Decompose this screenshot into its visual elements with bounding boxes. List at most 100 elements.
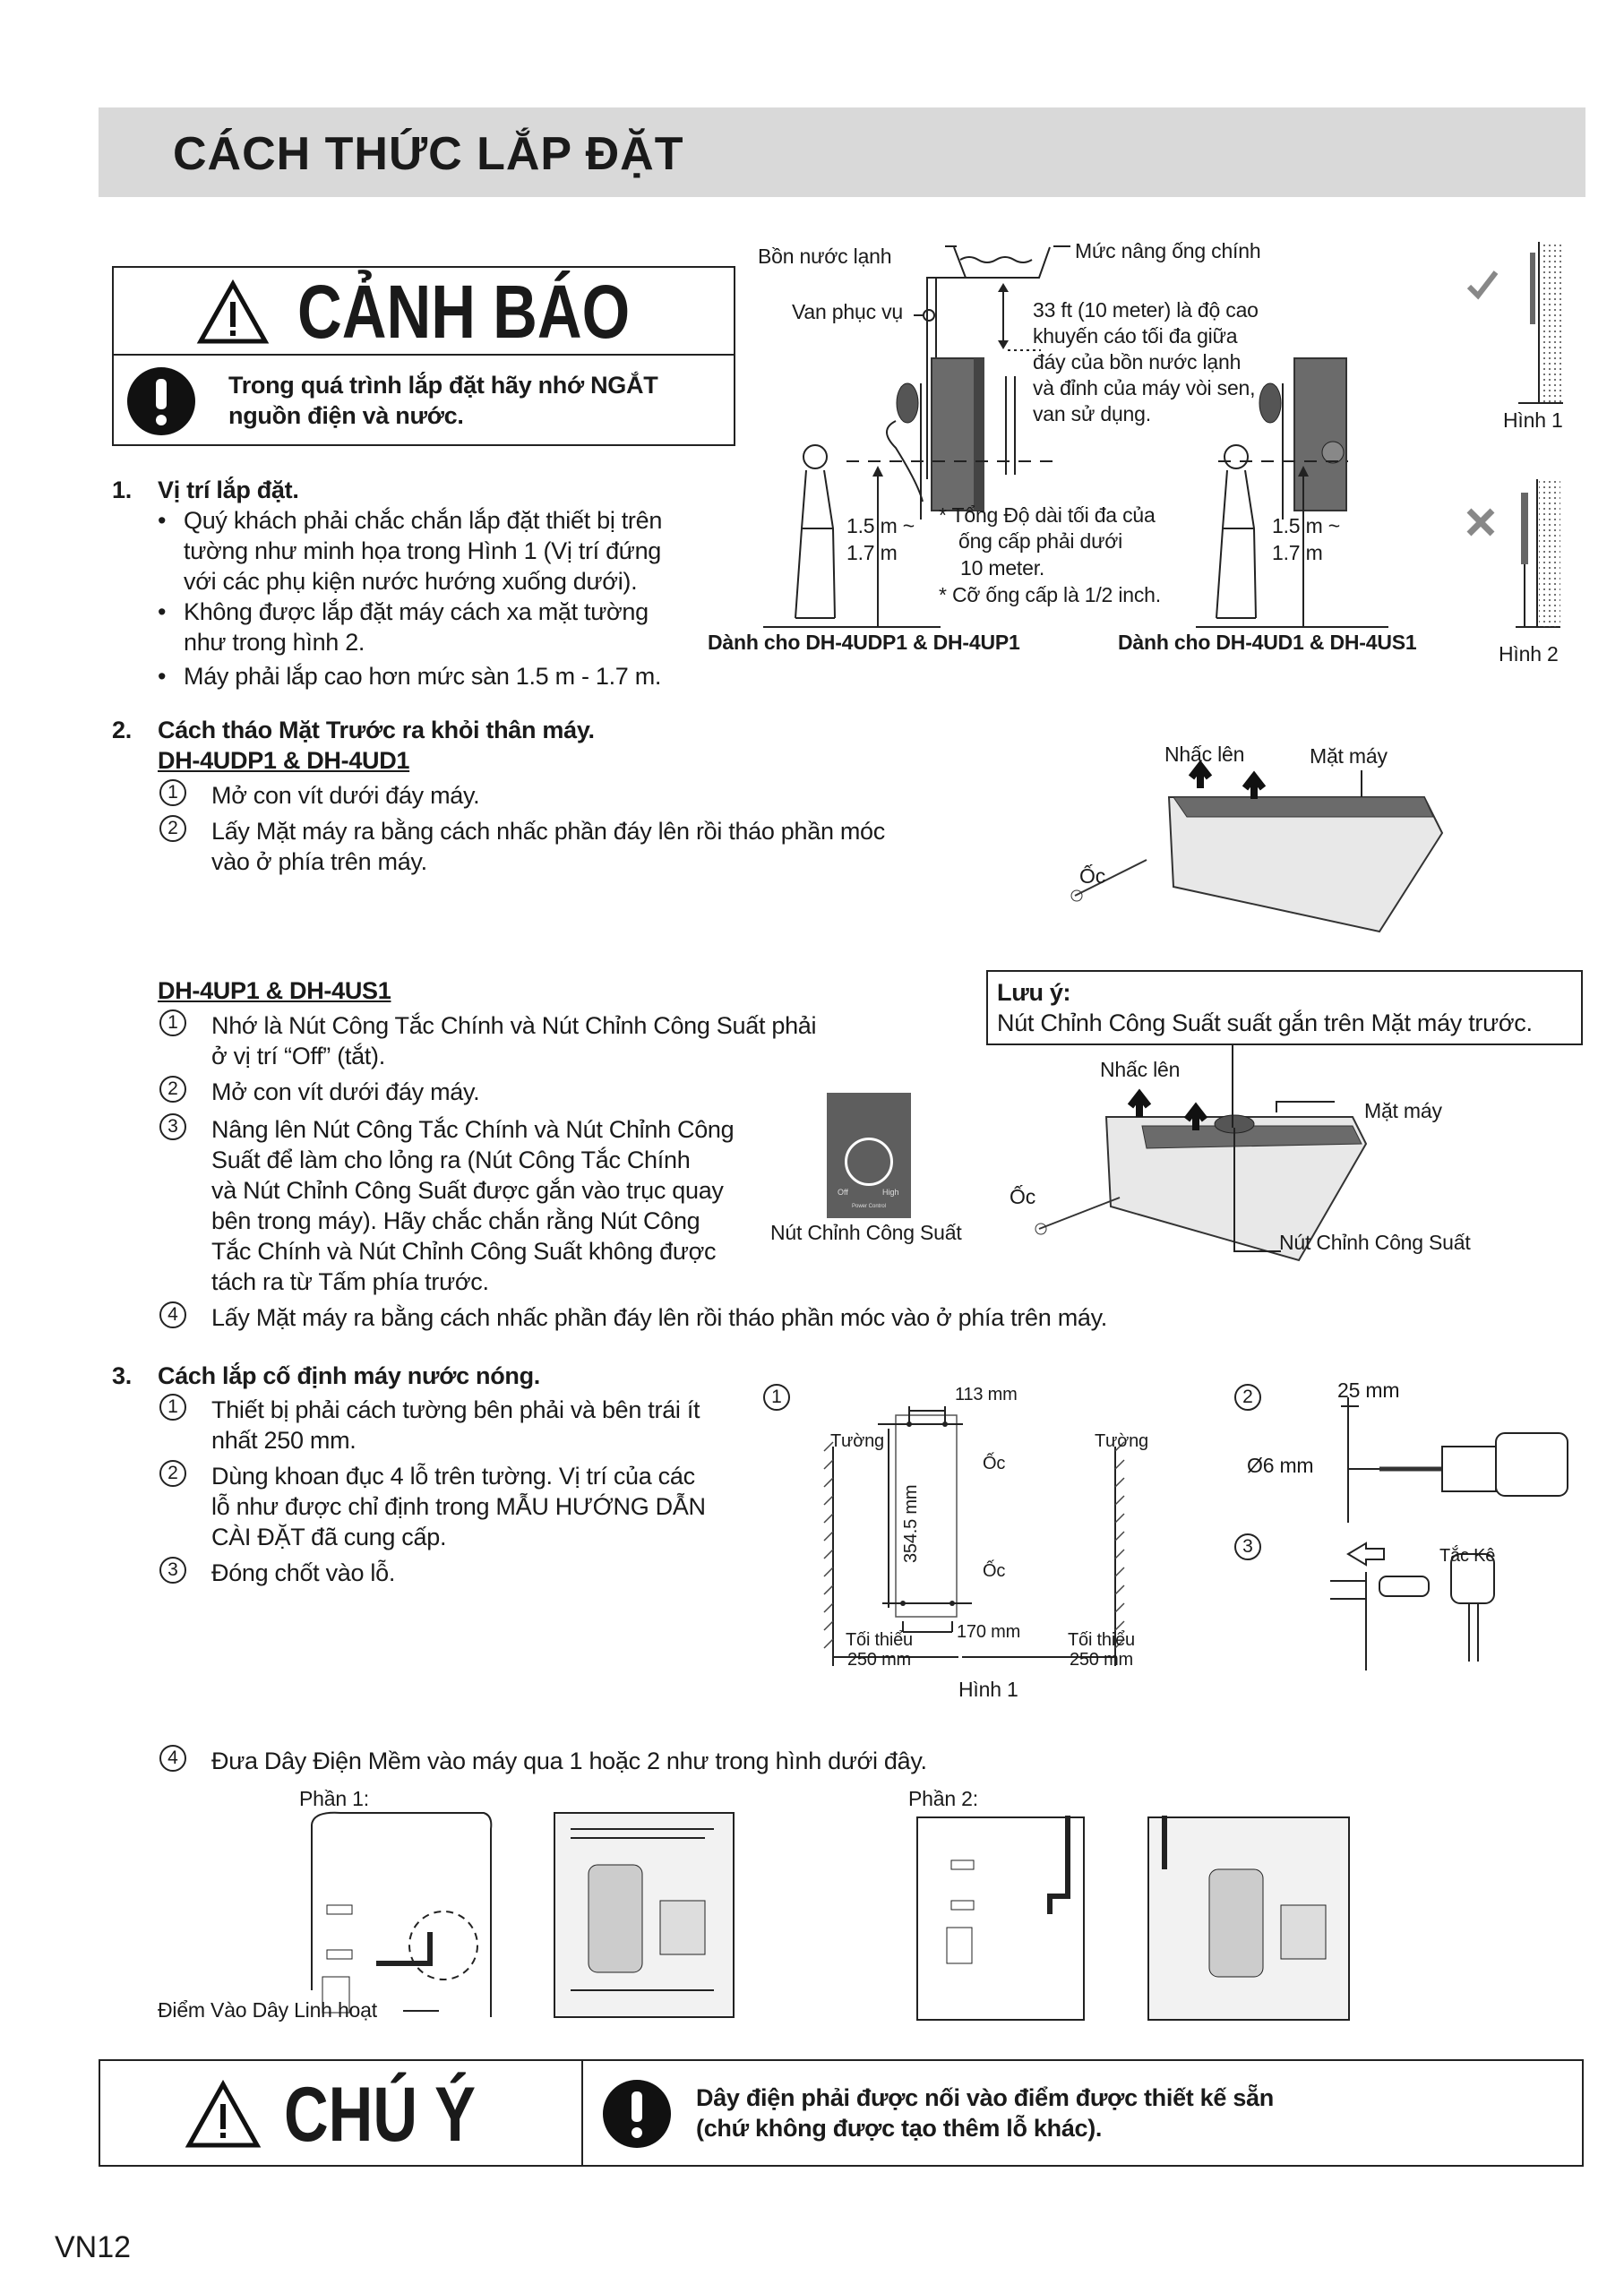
wall-plug-icon (1379, 1576, 1430, 1597)
step-text: Dùng khoan đục 4 lỗ trên tường. Vị trí c… (211, 1463, 695, 1490)
step-number: 4 (159, 1745, 186, 1772)
caption-left: Dành cho DH-4UDP1 & DH-4UP1 (708, 631, 1020, 654)
step-text: Mở con vít dưới đáy máy. (211, 1078, 480, 1105)
valve-label: Van phục vụ (792, 300, 903, 323)
warning-title: CẢNH BÁO (297, 270, 631, 354)
part1-internal-image (554, 1812, 735, 2018)
mounting-dimensions-diagram (823, 1406, 1125, 1666)
screw-bottom-label: Ốc (983, 1561, 1006, 1581)
cable-entry-label: Điểm Vào Dây Linh hoạt (158, 1998, 377, 2022)
step-text: Lấy Mặt máy ra bằng cách nhấc phần đáy l… (211, 1304, 1108, 1331)
screw-icon (1038, 1197, 1121, 1230)
bullet: • (158, 507, 167, 534)
arrow-left-icon (1346, 1542, 1385, 1567)
step-text: ở vị trí “Off” (tắt). (211, 1043, 385, 1069)
step-text: Nâng lên Nút Công Tắc Chính và Nút Chỉnh… (211, 1116, 735, 1143)
model-a-heading: DH-4UDP1 & DH-4UD1 (158, 747, 410, 774)
bullet-text: với các phụ kiện nước hướng xuống dưới). (184, 568, 638, 595)
screw-label: Ốc (1079, 864, 1105, 888)
page-number: VN12 (55, 2230, 132, 2264)
part1-back-panel-image (311, 1811, 493, 2017)
step-text: Thiết bị phải cách tường bên phải và bên… (211, 1396, 700, 1423)
warning-triangle-icon (196, 279, 270, 344)
step-text: và Nút Chỉnh Công Suất được gắn vào trục… (211, 1177, 724, 1204)
wall-right-label: Tường (1095, 1431, 1148, 1451)
knob-off-label: Off (838, 1188, 848, 1197)
person-icon (795, 444, 836, 619)
tank-label: Bồn nước lạnh (758, 245, 892, 268)
height-range: 1.5 m ~ (1272, 514, 1340, 537)
min-left-line: 250 mm (846, 1650, 911, 1670)
knob-label: Nút Chỉnh Công Suất (1279, 1231, 1471, 1254)
height-note: đáy của bồn nước lạnh (1033, 350, 1242, 374)
bullet-text: Quý khách phải chắc chắn lắp đặt thiết b… (184, 507, 663, 534)
exclamation-icon (603, 2080, 671, 2148)
section2-number: 2. (112, 717, 132, 743)
dim-top: 113 mm (955, 1385, 1018, 1404)
check-icon (1466, 271, 1499, 300)
figure-number: 3 (1234, 1533, 1261, 1560)
page-title: CÁCH THỨC LẮP ĐẶT (173, 128, 684, 180)
step-text: Đưa Dây Điện Mềm vào máy qua 1 hoặc 2 nh… (211, 1748, 927, 1774)
figure-number: 2 (1234, 1384, 1261, 1411)
valve-icon (923, 309, 935, 322)
note-title: Lưu ý: (997, 979, 1071, 1006)
step-text: Đóng chốt vào lỗ. (211, 1559, 396, 1586)
screw-icon (1074, 859, 1147, 897)
step-text: Nhớ là Nút Công Tắc Chính và Nút Chỉnh C… (211, 1012, 817, 1039)
dim-bottom: 170 mm (957, 1622, 1021, 1642)
pipe-note: ống cấp phải dưới (958, 529, 1123, 553)
knob-high-label: High (882, 1188, 899, 1197)
pipe-note: 10 meter. (960, 556, 1045, 580)
lift-arrow-icon (1188, 760, 1213, 788)
bullet-text: Không được lắp đặt máy cách xa mặt tường (184, 598, 649, 625)
section1-number: 1. (112, 477, 132, 503)
heater-outline (895, 1414, 958, 1618)
section1-title: Vị trí lắp đặt. (158, 477, 299, 503)
water-heater-icon (1293, 357, 1347, 511)
panel-label: Mặt máy (1364, 1099, 1442, 1122)
lift-arrow-icon (1242, 770, 1267, 799)
step-number: 3 (159, 1557, 186, 1584)
bullet: • (158, 663, 167, 690)
lift-label: Nhấc lên (1100, 1058, 1181, 1081)
bullet: • (158, 598, 167, 625)
part2-internal-image (1147, 1816, 1350, 2021)
warning-line: Trong quá trình lắp đặt hãy nhớ NGẮT (228, 372, 658, 399)
knob-caption: Power Control (852, 1204, 887, 1209)
step-text: Mở con vít dưới đáy máy. (211, 782, 480, 809)
step-number: 2 (159, 815, 186, 842)
installation-height-diagram (763, 242, 1563, 628)
drill-icon (1341, 1397, 1568, 1523)
bullet-text: tường như minh họa trong Hình 1 (Vị trí … (184, 537, 662, 564)
note-box: Lưu ý: Nút Chỉnh Công Suất suất gắn trên… (986, 970, 1583, 1045)
figure-2-label: Hình 2 (1499, 642, 1559, 666)
caution-box: CHÚ Ý Dây điện phải được nối vào điểm đư… (99, 2059, 1584, 2167)
caution-title: CHÚ Ý (284, 2072, 477, 2158)
caption-right: Dành cho DH-4UD1 & DH-4US1 (1118, 631, 1417, 654)
step-text: Lấy Mặt máy ra bằng cách nhấc phần đáy l… (211, 818, 885, 845)
exclamation-icon (127, 367, 195, 435)
bullet-text: như trong hình 2. (184, 629, 365, 656)
height-note: khuyến cáo tối đa giữa (1033, 324, 1238, 348)
step-number: 2 (159, 1460, 186, 1487)
warning-line: nguồn điện và nước. (228, 402, 464, 429)
step-number: 4 (159, 1301, 186, 1328)
figure-1-label: Hình 1 (1503, 408, 1563, 432)
caution-line: (chứ không được tạo thêm lỗ khác). (696, 2115, 1103, 2142)
tank-icon (953, 246, 1051, 279)
section3-number: 3. (112, 1362, 132, 1389)
pipe-note: * Cỡ ống cấp là 1/2 inch. (939, 583, 1161, 606)
drill-diameter-label: Ø6 mm (1247, 1454, 1314, 1477)
dim-height: 354.5 mm (901, 1484, 921, 1563)
wall-plug-label: Tắc Kê (1439, 1546, 1496, 1566)
pipe-note: * Tổng Độ dài tối đa của (939, 503, 1156, 527)
step-number: 1 (159, 779, 186, 806)
front-panel-removal-diagram-b (1035, 1045, 1368, 1262)
section-header: CÁCH THỨC LẮP ĐẶT (99, 107, 1585, 197)
part2-back-panel-image (916, 1816, 1085, 2021)
min-right-line: 250 mm (1069, 1650, 1133, 1670)
warning-title-row: CẢNH BÁO (114, 268, 734, 356)
